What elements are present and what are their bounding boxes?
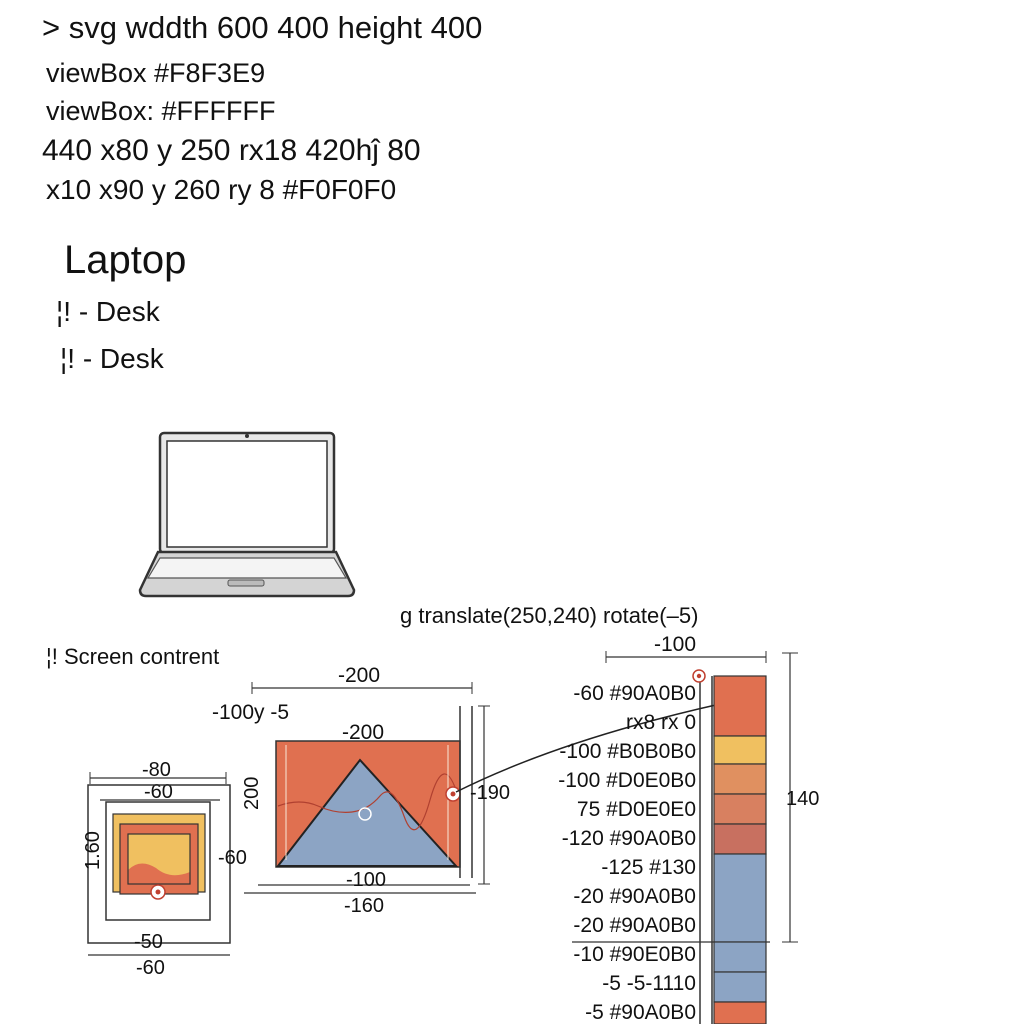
right-row-labels: -60 #90A0B0 rx8 rx 0 -100 #B0B0B0 -100 #D0E… (558, 682, 696, 1024)
right-row-label-4: 75 #D0E0E0 (577, 798, 696, 821)
left-right-label: -60 (218, 847, 247, 869)
middle-panel: -200 -100y -5 -200 200 -190 -100 -160 (212, 664, 510, 917)
right-row-label-1: rx8 rx 0 (626, 711, 696, 734)
color-swatch-8 (713, 1001, 767, 1024)
middle-right-label: -190 (470, 782, 510, 804)
left-bottom-label-1: -50 (134, 931, 163, 953)
code-line-3: viewBox: #FFFFFF (46, 96, 276, 126)
middle-inner-top: -200 (342, 721, 384, 744)
color-swatch-0 (713, 675, 767, 737)
color-swatch-7 (713, 971, 767, 1003)
left-top-label-2: -60 (144, 781, 173, 803)
color-swatch-3 (713, 793, 767, 825)
right-row-label-5: -120 #90A0B0 (562, 827, 696, 850)
transform-label: g translate(250,240) rotate(–5) (400, 603, 698, 628)
code-line-4: 440 x80 y 250 rx18 420hĵ 80 (42, 134, 421, 167)
code-line-5: x10 x90 y 260 ry 8 #F0F0F0 (46, 174, 397, 205)
desk-comment-2: ¦! - Desk (60, 343, 164, 374)
middle-side-label: 200 (241, 777, 263, 810)
left-bottom-label-2: -60 (136, 957, 165, 979)
right-panel: -100 140 -60 #90A0B0 rx8 rx 0 -100 #B0B0B0… (455, 633, 819, 1024)
right-row-label-2: -100 #B0B0B0 (559, 740, 696, 763)
color-swatch-6 (713, 941, 767, 973)
desk-comment-1: ¦! - Desk (56, 296, 160, 327)
left-side-label: 1.60 (82, 831, 104, 870)
color-swatch-column (713, 675, 767, 1024)
right-row-label-6: -125 #130 (601, 856, 696, 879)
left-top-label-1: -80 (142, 759, 171, 781)
page-title: Laptop (64, 238, 187, 282)
right-row-label-9: -10 #90E0B0 (573, 943, 696, 966)
right-side-label: 140 (786, 788, 819, 810)
right-row-label-3: -100 #D0E0B0 (558, 769, 696, 792)
screen-comment: ¦! Screen contrent (46, 644, 219, 669)
code-line-1: > svg wddth 600 400 height 400 (42, 10, 483, 45)
right-row-label-10: -5 -5-1110 (602, 972, 696, 995)
code-line-2: viewBox #F8F3E9 (46, 58, 266, 88)
middle-bottom-label-2: -160 (344, 895, 384, 917)
left-panel: -80 -60 1.60 -60 -50 -60 (82, 759, 247, 979)
color-swatch-1 (713, 735, 767, 765)
right-top-label: -100 (654, 633, 696, 656)
right-row-label-8: -20 #90A0B0 (573, 914, 696, 937)
middle-left-label: -100y -5 (212, 701, 289, 724)
laptop-icon (138, 431, 356, 598)
middle-bottom-label-1: -100 (346, 869, 386, 891)
middle-top-label: -200 (338, 664, 380, 687)
right-row-label-11: -5 #90A0B0 (585, 1001, 696, 1024)
color-swatch-2 (713, 763, 767, 795)
right-row-label-0: -60 #90A0B0 (573, 682, 696, 705)
right-row-label-7: -20 #90A0B0 (573, 885, 696, 908)
color-swatch-5 (713, 853, 767, 943)
color-swatch-4 (713, 823, 767, 855)
